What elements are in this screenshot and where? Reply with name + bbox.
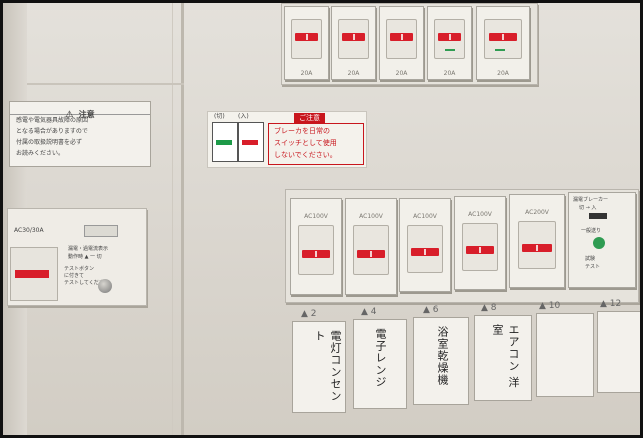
lower-breaker-5[interactable]: AC200V — [509, 194, 565, 288]
switch-diagram-icon — [212, 122, 264, 162]
elcb-line-2: 一般送り — [581, 228, 602, 234]
toggle-lever[interactable] — [462, 223, 498, 271]
top-breaker-4[interactable]: 20A — [427, 6, 472, 80]
red-indicator — [357, 250, 385, 258]
elcb-unit: 漏電ブレーカー 切 → 入 一般送り 試験 テスト — [568, 192, 636, 288]
panel-seam-vertical — [181, 3, 184, 435]
green-led — [445, 49, 455, 51]
warning-header: ⚠ 注意 — [10, 102, 150, 120]
toggle-lever[interactable] — [386, 19, 417, 59]
warning-title: 注意 — [78, 110, 95, 119]
caution-line-2: スイッチとして使用 — [274, 139, 337, 147]
circuit-number-8: ▲ 8 — [481, 303, 497, 313]
circuit-label-card-3: 浴室乾燥機 — [413, 317, 469, 405]
main-breaker-lever[interactable] — [10, 247, 58, 301]
main-breaker-line-2: 動作時 ▲ 一 切 — [68, 254, 102, 260]
elcb-test-button[interactable] — [593, 237, 605, 249]
lower-breaker-4[interactable]: AC100V — [454, 196, 506, 290]
main-breaker-line-5: テストしてください — [64, 280, 109, 286]
caution-line-1: ブレーカを日常の — [274, 127, 330, 135]
toggle-lever[interactable] — [353, 225, 389, 275]
panel-seam-vertical-2 — [172, 3, 173, 435]
circuit-number-2: ▲ 2 — [301, 309, 317, 319]
top-breaker-1[interactable]: 20A — [284, 6, 329, 80]
breaker-rating: 20A — [347, 70, 360, 77]
red-indicator — [341, 33, 366, 41]
caution-line-3: しないでください。 — [274, 151, 337, 159]
circuit-label-2: 電子レンジ — [374, 328, 387, 388]
breaker-rating: 20A — [395, 70, 408, 77]
top-breaker-3[interactable]: 20A — [379, 6, 424, 80]
elcb-indicator — [589, 213, 607, 219]
warning-card: ⚠ 注意 感電や電気器具故障の原因 となる場合がありますので 付属の取扱説明書を… — [9, 101, 151, 167]
elcb-line-3: 試験 — [585, 256, 596, 262]
breaker-rating: 20A — [497, 70, 509, 77]
caution-box — [268, 123, 364, 165]
lower-breaker-1[interactable]: AC100V — [290, 198, 342, 295]
breaker-rating: AC100V — [359, 213, 383, 220]
main-breaker: AC30/30A 漏電・過電流表示 動作時 ▲ 一 切 テストボタン に付きて … — [7, 208, 147, 306]
breaker-rating: 20A — [443, 70, 456, 77]
red-indicator — [466, 246, 494, 254]
circuit-label-1: 電灯コンセント — [313, 330, 342, 402]
breaker-rating: 20A — [300, 70, 313, 77]
circuit-label-3: 浴室乾燥機 — [436, 326, 449, 386]
breaker-rating: AC200V — [525, 209, 549, 216]
circuit-number-6: ▲ 6 — [423, 305, 439, 315]
top-breaker-5[interactable]: 20A — [476, 6, 530, 80]
main-breaker-rating: AC30/30A — [14, 227, 44, 234]
lower-breaker-2[interactable]: AC100V — [345, 198, 397, 295]
red-indicator — [15, 270, 49, 278]
warning-triangle-icon: ⚠ — [65, 110, 74, 120]
panel-seam-upper — [3, 83, 184, 85]
warning-line-3: 付属の取扱説明書を必ず — [16, 139, 83, 146]
display-window — [84, 225, 118, 237]
red-indicator — [488, 33, 518, 41]
circuit-label-4: エアコン 洋室 — [491, 324, 520, 389]
warning-line-1: 感電や電気器具故障の原因 — [16, 117, 89, 124]
circuit-label-card-5 — [536, 313, 594, 397]
toggle-lever[interactable] — [407, 225, 443, 273]
elcb-line-1: 切 → 入 — [579, 205, 597, 211]
circuit-number-10: ▲ 10 — [539, 301, 561, 311]
toggle-lever[interactable] — [291, 19, 322, 59]
breaker-rating: AC100V — [413, 213, 437, 220]
circuit-label-card-2: 電子レンジ — [353, 319, 407, 409]
red-indicator — [389, 33, 414, 41]
main-breaker-line-4: に付きて — [64, 273, 85, 279]
toggle-lever[interactable] — [298, 225, 334, 275]
red-indicator — [294, 33, 319, 41]
main-breaker-line-1: 漏電・過電流表示 — [68, 246, 109, 252]
on-label: (入) — [238, 113, 249, 120]
toggle-lever[interactable] — [338, 19, 369, 59]
red-indicator — [522, 244, 552, 252]
circuit-number-12: ▲ 12 — [600, 299, 622, 309]
elcb-title: 漏電ブレーカー — [573, 197, 609, 203]
toggle-lever[interactable] — [434, 19, 465, 59]
toggle-lever[interactable] — [484, 19, 522, 59]
caution-title: ご注意 — [294, 113, 325, 123]
red-indicator — [437, 33, 462, 41]
off-label: (切) — [214, 113, 225, 120]
breaker-rating: AC100V — [468, 211, 492, 218]
toggle-lever[interactable] — [517, 221, 557, 269]
circuit-label-card-6 — [597, 311, 640, 393]
top-breaker-2[interactable]: 20A — [331, 6, 376, 80]
red-indicator — [411, 248, 439, 256]
breaker-rating: AC100V — [304, 213, 328, 220]
warning-line-4: お読みください。 — [16, 150, 65, 157]
caution-sticker: (切) (入) ご注意 ブレーカを日常の スイッチとして使用 しないでください。 — [207, 111, 367, 168]
circuit-label-card-4: エアコン 洋室 — [474, 315, 532, 401]
red-indicator — [302, 250, 330, 258]
main-breaker-line-3: テストボタン — [64, 266, 95, 272]
circuit-label-card-1: 電灯コンセント — [292, 321, 346, 413]
elcb-line-4: テスト — [585, 264, 601, 270]
warning-line-2: となる場合がありますので — [16, 128, 88, 135]
lower-breaker-3[interactable]: AC100V — [399, 198, 451, 292]
test-button[interactable] — [98, 279, 112, 293]
green-led — [495, 49, 505, 51]
circuit-number-4: ▲ 4 — [361, 307, 377, 317]
